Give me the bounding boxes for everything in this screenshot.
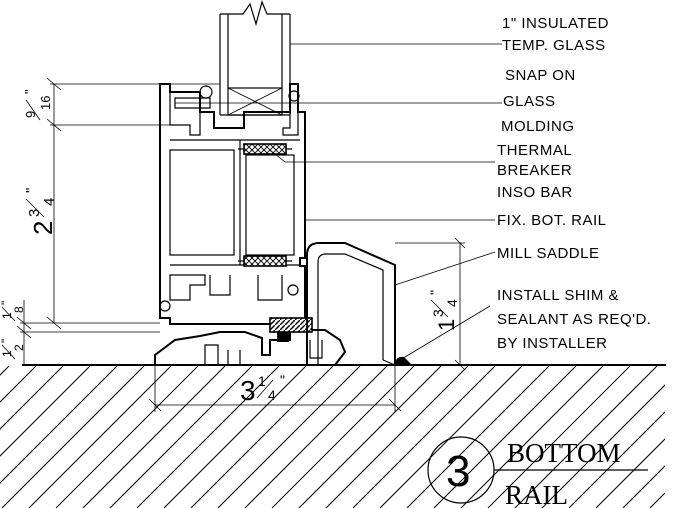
dim-mid-numerator: 3 bbox=[26, 209, 43, 217]
hatch-line bbox=[136, 366, 280, 508]
hatch-line bbox=[298, 366, 442, 508]
dimension-one-eighth: 1 8 " bbox=[0, 301, 26, 322]
hatch-line bbox=[0, 366, 64, 508]
hatch-line bbox=[379, 366, 523, 508]
callout-labels: 1" INSULATED TEMP. GLASS SNAP ON GLASS M… bbox=[497, 15, 651, 352]
mill-saddle bbox=[306, 242, 412, 366]
horizontal-dimension-bottom bbox=[148, 365, 402, 412]
hatch-line bbox=[568, 366, 665, 508]
callout-shim-line2: SEALANT AS REQ'D. bbox=[497, 311, 651, 328]
callout-rail: FIX. BOT. RAIL bbox=[497, 212, 607, 229]
dim-width-numerator: 1 bbox=[258, 373, 266, 389]
hatch-line bbox=[217, 366, 361, 508]
hatch-line bbox=[649, 366, 665, 508]
dim-right-numerator: 3 bbox=[430, 309, 446, 317]
hatch-line bbox=[0, 366, 91, 508]
vertical-dimension-right bbox=[395, 237, 466, 371]
hatch-line bbox=[55, 366, 199, 508]
hatch-line bbox=[0, 366, 10, 508]
hatch-line bbox=[28, 366, 172, 508]
dim-small-denominator: 8 bbox=[12, 306, 26, 313]
hatch-line bbox=[244, 366, 388, 508]
hatch-line bbox=[0, 366, 118, 508]
dim-top-unit: " bbox=[22, 89, 37, 94]
callout-shim-line3: BY INSTALLER bbox=[497, 335, 608, 352]
floor-hatching bbox=[0, 366, 691, 508]
hatch-line bbox=[1, 366, 145, 508]
insulated-glass-unit bbox=[219, 0, 291, 116]
hatch-line bbox=[190, 366, 334, 508]
dimension-two-three-quarters: 2 3 4 " bbox=[23, 188, 58, 235]
hatch-line bbox=[163, 366, 307, 508]
callout-thermal-line2: BREAKER bbox=[497, 162, 572, 179]
hatch-line bbox=[271, 366, 415, 508]
dimension-three-one-quarter: 3 1 4 " bbox=[240, 372, 285, 406]
dim-bottom-denominator: 2 bbox=[12, 344, 26, 351]
dim-mid-whole: 2 bbox=[28, 221, 58, 235]
floor-substrate bbox=[0, 364, 691, 508]
hatch-line bbox=[325, 366, 469, 508]
dim-top-denominator: 16 bbox=[38, 96, 53, 110]
callout-molding-line2: GLASS bbox=[503, 93, 556, 110]
dimension-one-half: 1 2 " bbox=[0, 339, 26, 360]
hatch-line bbox=[109, 366, 253, 508]
dim-bottom-unit: " bbox=[0, 339, 13, 343]
dimension-nine-sixteenths: 9 16 " bbox=[22, 89, 53, 121]
callout-glass-line1: 1" INSULATED bbox=[502, 15, 609, 32]
dim-right-unit: " bbox=[427, 290, 443, 295]
dim-bottom-numerator: 1 bbox=[0, 350, 14, 357]
hatch-line bbox=[82, 366, 226, 508]
dim-mid-denominator: 4 bbox=[41, 198, 58, 206]
fixed-bottom-rail-profile bbox=[159, 83, 306, 325]
dim-width-denominator: 4 bbox=[268, 387, 276, 403]
thermal-breaker-bars bbox=[238, 143, 292, 267]
callout-molding-line3: MOLDING bbox=[501, 118, 575, 135]
hatch-line bbox=[487, 366, 631, 508]
callout-molding-line1: SNAP ON bbox=[505, 67, 576, 84]
detail-title-line1: BOTTOM bbox=[507, 438, 621, 468]
hatch-line bbox=[433, 366, 577, 508]
dim-mid-unit: " bbox=[23, 188, 40, 193]
leader-lines bbox=[175, 43, 502, 361]
dimension-one-three-quarters: 1 3 4 " bbox=[427, 290, 460, 331]
dim-width-whole: 3 bbox=[240, 375, 256, 406]
detail-number: 3 bbox=[446, 447, 470, 496]
hatch-line bbox=[677, 366, 691, 508]
dim-right-denominator: 4 bbox=[444, 299, 460, 307]
hatch-line bbox=[622, 366, 665, 508]
dim-right-whole: 1 bbox=[434, 319, 459, 331]
callout-thermal-line3: INSO BAR bbox=[497, 184, 573, 201]
sill-base-profile bbox=[154, 317, 347, 366]
vertical-dimensions-left bbox=[16, 77, 220, 365]
hatch-line bbox=[460, 366, 604, 508]
hatch-line bbox=[352, 366, 496, 508]
dim-small-unit: " bbox=[0, 301, 13, 305]
dim-small-numerator: 1 bbox=[0, 312, 14, 319]
callout-saddle: MILL SADDLE bbox=[497, 245, 599, 262]
hatch-line bbox=[595, 366, 665, 508]
callout-thermal-line1: THERMAL bbox=[497, 142, 572, 159]
dim-top-numerator: 9 bbox=[23, 111, 38, 118]
detail-title-line2: RAIL bbox=[505, 480, 568, 508]
hatch-line bbox=[514, 366, 658, 508]
hatch-line bbox=[541, 366, 665, 508]
glazing-gaskets bbox=[159, 85, 300, 312]
detail-title-block: 3 BOTTOM RAIL bbox=[427, 436, 648, 508]
dim-width-unit: " bbox=[280, 372, 285, 388]
callout-shim-line1: INSTALL SHIM & bbox=[497, 287, 619, 304]
hatch-line bbox=[0, 366, 37, 508]
callout-glass-line2: TEMP. GLASS bbox=[502, 37, 606, 54]
